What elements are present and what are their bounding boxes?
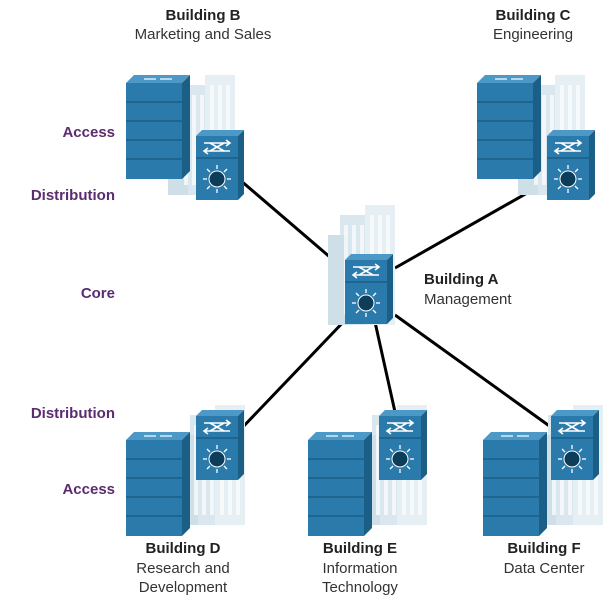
building-b-name: Building B (165, 7, 241, 24)
building-d-desc-line1: Research and (136, 560, 230, 577)
multilayer-switch-icon (546, 129, 596, 201)
multilayer-switch-icon (550, 409, 600, 481)
access-switch-icon (476, 74, 542, 180)
link-a-e (373, 321, 397, 413)
access-switch-icon (482, 431, 548, 537)
building-d-desc-line2: Development (138, 579, 228, 596)
building-a-name: Building A (424, 271, 499, 288)
building-c-desc: Engineering (492, 26, 574, 43)
building-f-name: Building F (507, 540, 581, 557)
multilayer-switch-icon (195, 409, 245, 481)
link-a-b (239, 178, 346, 272)
access-switch-icon (125, 431, 191, 537)
layer-label-core: Core (80, 285, 115, 302)
building-f-group (482, 405, 603, 537)
link-a-f (394, 313, 556, 432)
building-e-name: Building E (322, 540, 398, 557)
building-e-group (307, 405, 428, 537)
multilayer-switch-icon (344, 253, 394, 325)
multilayer-switch-icon (195, 129, 245, 201)
building-a-desc: Management (424, 291, 512, 308)
building-b-desc: Marketing and Sales (134, 26, 272, 43)
building-e-desc-line2: Technology (322, 579, 398, 596)
building-d-group (125, 405, 245, 537)
layer-label-access-bottom: Access (62, 481, 115, 498)
layer-label-access-top: Access (62, 124, 115, 141)
building-c-group (476, 74, 596, 201)
building-b-group (125, 74, 245, 201)
multilayer-switch-icon (378, 409, 428, 481)
building-f-desc: Data Center (503, 560, 585, 577)
access-switch-icon (307, 431, 373, 537)
access-switch-icon (125, 74, 191, 180)
building-e-desc-line1: Information (322, 560, 398, 577)
link-a-d (238, 313, 352, 432)
building-c-name: Building C (495, 7, 571, 24)
layer-label-distribution-bottom: Distribution (30, 405, 115, 422)
building-a-group (328, 205, 395, 325)
layer-label-distribution-top: Distribution (30, 187, 115, 204)
building-d-name: Building D (145, 540, 221, 557)
